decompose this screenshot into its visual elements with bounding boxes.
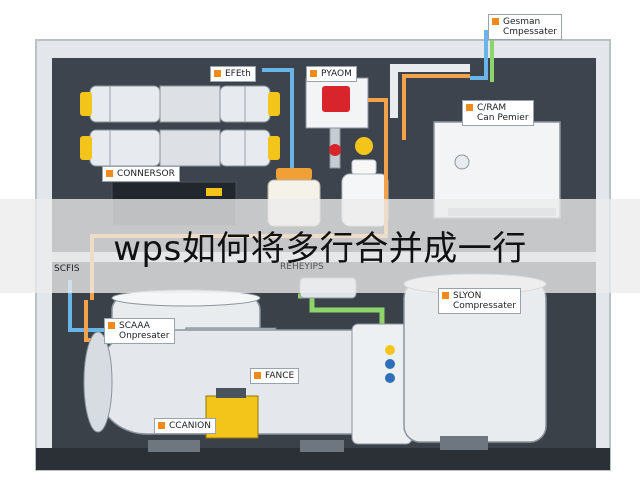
label-slyon-line1: SLYON xyxy=(453,291,482,301)
label-cram: C/RAM Can Pemier xyxy=(462,100,534,126)
label-cram-line1: C/RAM xyxy=(477,103,507,113)
label-tag-icon xyxy=(466,104,473,111)
label-tag-icon xyxy=(106,170,113,177)
label-tag-icon xyxy=(214,70,221,77)
label-tag-icon xyxy=(254,372,261,379)
label-slyon-line2: Compressater xyxy=(453,301,516,311)
label-slyon: SLYON Compressater xyxy=(438,288,521,314)
label-gesman-line2: Cmpessater xyxy=(503,27,557,37)
label-condenser: CONNERSOR xyxy=(102,166,180,182)
label-reheyips: REHEYIPS xyxy=(280,262,324,272)
foot-mid xyxy=(300,440,344,452)
label-scaaa: SCAAA Onpresater xyxy=(104,318,175,344)
yellow-pressure-switch xyxy=(205,388,259,439)
label-scaaa-line1: SCAAA xyxy=(119,321,150,331)
filter-cylinders-top xyxy=(80,85,280,123)
caption-title: wps如何将多行合并成一行 xyxy=(113,229,527,269)
label-tag-icon xyxy=(492,18,499,25)
pipe-blue-left xyxy=(262,68,294,168)
label-scfis: SCFIS xyxy=(54,264,80,274)
filter-cylinders-bottom xyxy=(80,129,280,167)
label-tag-icon xyxy=(310,70,317,77)
label-gesman-line1: Gesman xyxy=(503,17,541,27)
label-scaaa-line2: Onpresater xyxy=(119,331,170,341)
caption-band xyxy=(0,199,640,293)
pipe-blue-right xyxy=(470,30,488,80)
foot-left xyxy=(148,440,200,452)
foot-right xyxy=(440,436,488,450)
label-tag-icon xyxy=(108,322,115,329)
label-tag-icon xyxy=(158,422,165,429)
pipe-white-top xyxy=(390,64,470,118)
label-tag-icon xyxy=(442,292,449,299)
label-cram-line2: Can Pemier xyxy=(477,113,529,123)
pipe-orange-right xyxy=(402,74,470,140)
label-pyaom: PYAOM xyxy=(306,66,357,82)
label-ccanion: CCANION xyxy=(154,418,216,434)
label-fance: FANCE xyxy=(250,368,300,384)
cabinet-floor xyxy=(36,448,610,470)
label-gesman: Gesman Cmpessater xyxy=(488,14,562,40)
label-efeth: EFEth xyxy=(210,66,256,82)
